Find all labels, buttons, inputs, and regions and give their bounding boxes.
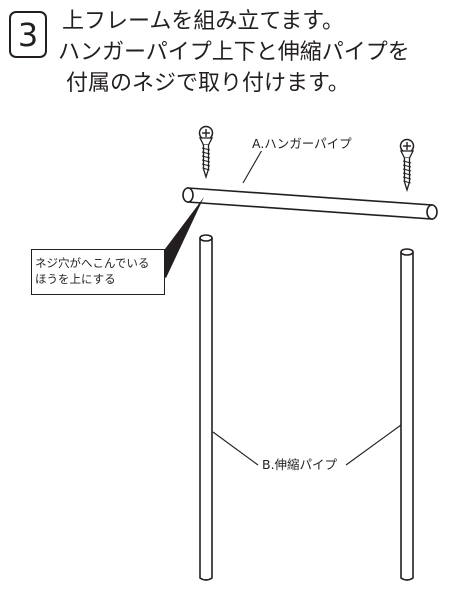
instruction-text: 上フレームを組み立てます。 ハンガーパイプ上下と伸縮パイプを 付属のネジで取り付…: [58, 6, 410, 99]
label-a-leader: [242, 149, 263, 184]
screw-icon-right: [399, 138, 415, 191]
step-number-box: 3: [9, 11, 47, 58]
instruction-line-1: 上フレームを組み立てます。: [62, 9, 345, 34]
telescopic-pipe-right: [400, 248, 414, 581]
screw-icon-left: [198, 125, 214, 178]
label-b-leader-right: [345, 424, 402, 466]
note-line-1: ネジ穴がへこんでいる: [35, 256, 150, 270]
telescopic-pipe-left: [199, 234, 213, 581]
screw-hole-note: ネジ穴がへこんでいる ほうを上にする: [31, 249, 165, 295]
label-telescopic-pipe: B.伸縮パイプ: [260, 457, 340, 472]
label-b-leader-left: [212, 431, 259, 466]
instruction-line-3: 付属のネジで取り付けます。: [66, 71, 350, 96]
instruction-line-2: ハンガーパイプ上下と伸縮パイプを: [58, 40, 410, 65]
hanger-pipe: [182, 187, 438, 220]
label-hanger-pipe: A.ハンガーパイプ: [250, 136, 354, 151]
step-number: 3: [17, 15, 39, 54]
note-line-2: ほうを上にする: [35, 272, 116, 286]
